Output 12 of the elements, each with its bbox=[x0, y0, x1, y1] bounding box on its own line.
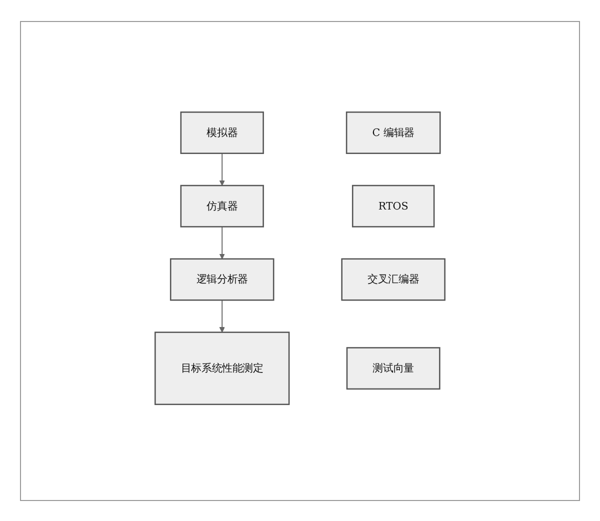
arrow bbox=[219, 152, 225, 186]
node-box bbox=[341, 258, 446, 300]
arrow bbox=[219, 226, 225, 259]
diagram-frame: 模拟器 仿真器 逻辑分析器 目标系统性能测定 C 编辑器 RTOS 交叉汇编器 测试向量 bbox=[20, 20, 580, 500]
node-box bbox=[180, 111, 264, 154]
node-box bbox=[346, 111, 441, 154]
arrow bbox=[219, 299, 225, 332]
node-box bbox=[170, 258, 274, 300]
node-box bbox=[352, 184, 435, 228]
node-box bbox=[180, 184, 264, 228]
node-box bbox=[154, 331, 290, 405]
node-box bbox=[346, 346, 440, 390]
